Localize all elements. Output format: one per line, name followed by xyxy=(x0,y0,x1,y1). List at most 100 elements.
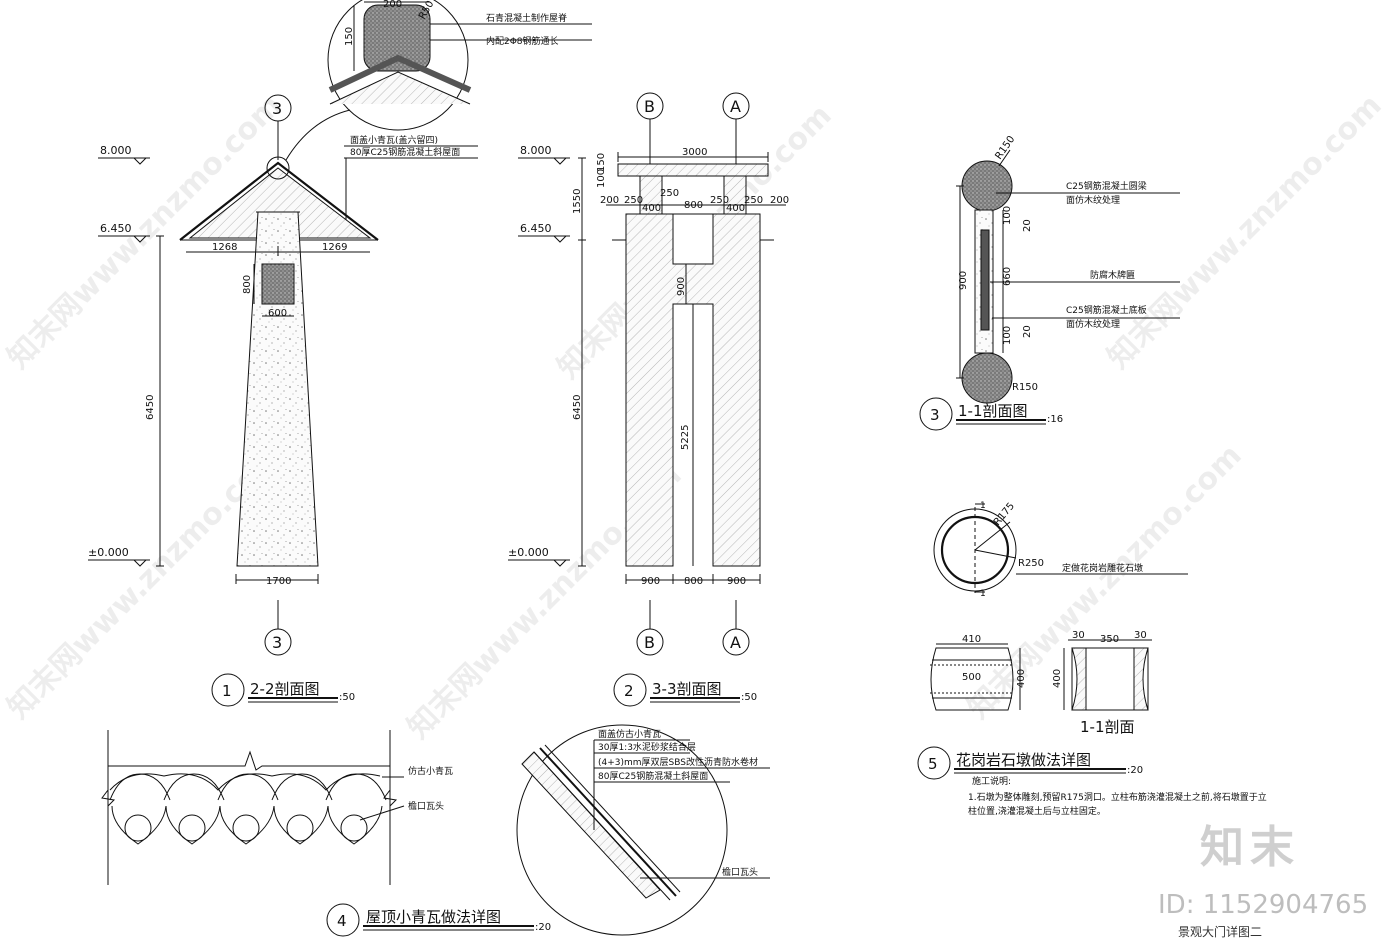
dim-r150-top: R150 xyxy=(993,134,1017,162)
elevation-8000: 8.000 xyxy=(520,144,552,157)
watermarks: 知末网www.znzmo.com 知末网www.znzmo.com 知末网www… xyxy=(1,88,1389,746)
note-layer-3: (4+3)mm厚双层SBS改性沥青防水卷材 xyxy=(598,756,758,768)
axis-mark-3-bottom: 3 xyxy=(272,633,282,652)
dim-800: 800 xyxy=(242,275,253,294)
title-1-scale: :50 xyxy=(339,692,355,703)
title-5: 花岗岩石墩做法详图 xyxy=(956,751,1091,769)
drawing-title-text: 1 2-2剖面图 :50 2 3-3剖面图 :50 3 1-1剖面图 :16 4… xyxy=(222,402,1143,933)
section-2-2 xyxy=(88,0,592,656)
tile-row xyxy=(109,773,387,845)
note-ridge-2: 内配2Φ8钢筋通长 xyxy=(486,35,559,47)
dim-900: 900 xyxy=(958,271,969,290)
title-3: 1-1剖面图 xyxy=(958,402,1028,420)
watermark-text: 知末网www.znzmo.com xyxy=(1101,88,1389,376)
dim-250-d: 250 xyxy=(744,195,763,206)
title-4: 屋顶小青瓦做法详图 xyxy=(366,908,501,926)
dim-r150-bottom: R150 xyxy=(1012,382,1038,393)
id-text: ID: 1152904765 xyxy=(1158,890,1368,920)
roof-tile-labels: 仿古小青瓦 檐口瓦头 面盖仿古小青瓦 30厚1:3水泥砂浆结合层 (4+3)mm… xyxy=(408,728,758,878)
granite-pier-detail xyxy=(930,503,1188,711)
elevation-8000: 8.000 xyxy=(100,144,132,157)
dim-20-b: 20 xyxy=(1022,325,1033,338)
note-beam-2: 面仿木纹处理 xyxy=(1066,194,1120,206)
dim-900-a: 900 xyxy=(641,576,660,587)
dim-r250: R250 xyxy=(1018,558,1044,569)
axis-mark-a-top: A xyxy=(730,97,741,116)
elevation-0000: ±0.000 xyxy=(508,546,549,559)
dim-200: 200 xyxy=(383,0,402,10)
dim-1700: 1700 xyxy=(266,576,291,587)
dim-150: 150 xyxy=(596,153,607,172)
note-beam-1: C25钢筋混凝土圆梁 xyxy=(1066,180,1147,192)
dim-900-b: 900 xyxy=(727,576,746,587)
section-label: 1-1剖面 xyxy=(1080,718,1135,736)
dim-30-b: 30 xyxy=(1134,630,1147,641)
elevation-6450: 6.450 xyxy=(100,222,132,235)
dim-100-a: 100 xyxy=(1002,206,1013,225)
cut-mark-bottom: 1 xyxy=(980,589,986,599)
note-stone: 定做花岗岩雕花石墩 xyxy=(1062,562,1143,574)
axis-mark-b-bottom: B xyxy=(644,633,655,652)
dim-250-b: 250 xyxy=(660,188,679,199)
dim-250-c: 250 xyxy=(710,195,729,206)
elevation-0000: ±0.000 xyxy=(88,546,129,559)
dim-800: 800 xyxy=(684,200,703,211)
title-num-1: 1 xyxy=(222,682,232,700)
dim-r50: R50 xyxy=(417,0,436,22)
dim-400-a: 400 xyxy=(642,203,661,214)
title-2-scale: :50 xyxy=(741,692,757,703)
dim-400-b: 400 xyxy=(726,203,745,214)
note-roof-2: 80厚C25钢筋混凝土斜屋面 xyxy=(350,146,460,158)
note-tile: 仿古小青瓦 xyxy=(408,765,453,777)
section-1-1 xyxy=(956,149,1180,404)
elevation-marks xyxy=(88,157,150,567)
dim-660: 660 xyxy=(1002,267,1013,286)
note-roof-1: 面盖小青瓦(盖六留四) xyxy=(350,134,438,146)
dim-20-a: 20 xyxy=(1022,219,1033,232)
dim-250-a: 250 xyxy=(624,195,643,206)
dim-1269: 1269 xyxy=(322,242,347,253)
dim-1268: 1268 xyxy=(212,242,237,253)
note-line-1: 1.石墩为整体雕刻,预留R175洞口。立柱布筋浇灌混凝土之前,将石墩置于立 xyxy=(968,791,1267,803)
axis-mark-a-bottom: A xyxy=(730,633,741,652)
note-ridge-1: 石青混凝土制作屋脊 xyxy=(486,12,567,24)
dim-400-b: 400 xyxy=(1052,669,1063,688)
dim-30-a: 30 xyxy=(1072,630,1085,641)
dim-3000: 3000 xyxy=(682,147,707,158)
dim-6450: 6450 xyxy=(572,395,583,420)
dim-400-a: 400 xyxy=(1016,669,1027,688)
dim-150: 150 xyxy=(344,27,355,46)
logo-text: 知末 xyxy=(1200,822,1300,873)
dim-900-vertical: 900 xyxy=(676,277,687,296)
note-line-2: 柱位置,浇灌混凝土后与立柱固定。 xyxy=(968,805,1106,817)
note-eave-2: 檐口瓦头 xyxy=(722,866,758,878)
title-num-4: 4 xyxy=(337,912,347,930)
title-num-3: 3 xyxy=(930,406,940,424)
sheet-title: 景观大门详图二 xyxy=(1178,924,1262,939)
dim-500: 500 xyxy=(962,672,981,683)
note-eave: 檐口瓦头 xyxy=(408,800,444,812)
dim-6450: 6450 xyxy=(145,395,156,420)
title-2: 3-3剖面图 xyxy=(652,680,722,698)
axis-mark-b-top: B xyxy=(644,97,655,116)
dim-200-right: 200 xyxy=(770,195,789,206)
note-layer-1: 面盖仿古小青瓦 xyxy=(598,728,661,740)
note-board-2: 面仿木纹处理 xyxy=(1066,318,1120,330)
dim-200-left: 200 xyxy=(600,195,619,206)
title-num-5: 5 xyxy=(928,755,938,773)
title-3-scale: :16 xyxy=(1047,414,1063,425)
drawing-titles xyxy=(211,397,1126,937)
title-5-scale: :20 xyxy=(1127,765,1143,776)
dim-350: 350 xyxy=(1100,634,1119,645)
axis-mark-3-top: 3 xyxy=(272,99,282,118)
cut-mark-top: 1 xyxy=(980,501,986,511)
dim-800-b: 800 xyxy=(684,576,703,587)
roof-tile-detail xyxy=(101,724,770,936)
section-3-3 xyxy=(508,92,786,656)
dim-600: 600 xyxy=(268,308,287,319)
note-layer-4: 80厚C25钢筋混凝土斜屋面 xyxy=(598,770,708,782)
watermark-text: 知末网www.znzmo.com xyxy=(961,438,1249,726)
dim-1550: 1550 xyxy=(572,189,583,214)
note-plaque: 防腐木牌匾 xyxy=(1090,269,1135,281)
